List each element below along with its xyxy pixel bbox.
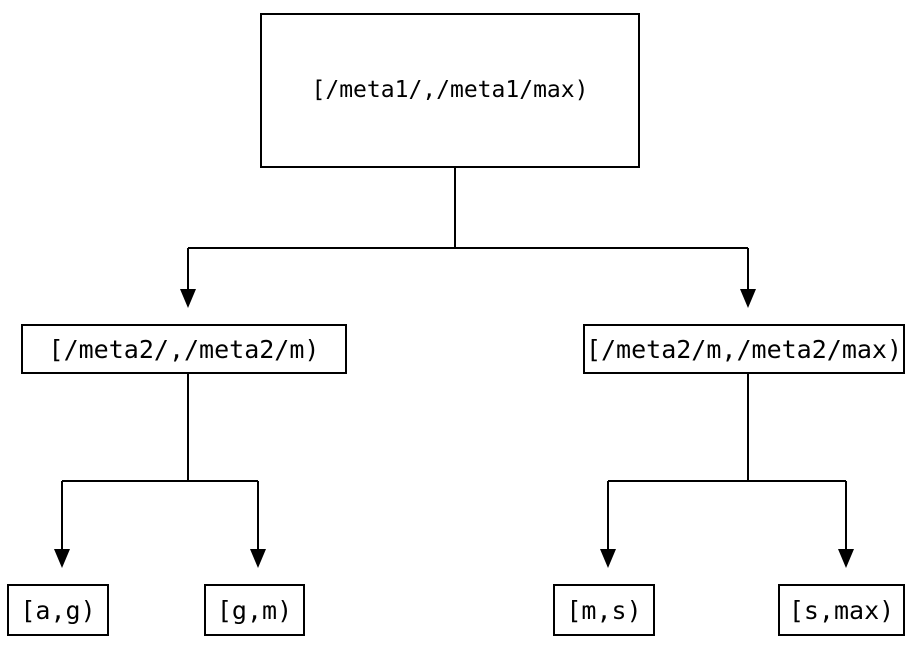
arrowhead-leaf-gm-icon	[250, 549, 266, 568]
node-leaf-gm: [g,m)	[204, 584, 305, 636]
node-right-child: [/meta2/m,/meta2/max)	[583, 324, 905, 374]
node-leaf-ag: [a,g)	[7, 584, 109, 636]
node-leaf-smax-label: [s,max)	[788, 595, 895, 625]
node-left-child: [/meta2/,/meta2/m)	[21, 324, 347, 374]
arrowhead-left-child-icon	[180, 289, 196, 308]
arrowhead-leaf-smax-icon	[838, 549, 854, 568]
node-root-label: [/meta1/,/meta1/max)	[311, 77, 589, 103]
node-leaf-smax: [s,max)	[778, 584, 905, 636]
node-right-child-label: [/meta2/m,/meta2/max)	[585, 334, 903, 364]
node-leaf-ms: [m,s)	[553, 584, 655, 636]
arrowhead-leaf-ag-icon	[54, 549, 70, 568]
node-left-child-label: [/meta2/,/meta2/m)	[48, 334, 320, 364]
node-leaf-ag-label: [a,g)	[20, 595, 96, 625]
node-leaf-gm-label: [g,m)	[216, 595, 293, 625]
arrowhead-leaf-ms-icon	[600, 549, 616, 568]
arrowhead-right-child-icon	[740, 289, 756, 308]
node-leaf-ms-label: [m,s)	[566, 595, 642, 625]
node-root: [/meta1/,/meta1/max)	[260, 13, 640, 168]
